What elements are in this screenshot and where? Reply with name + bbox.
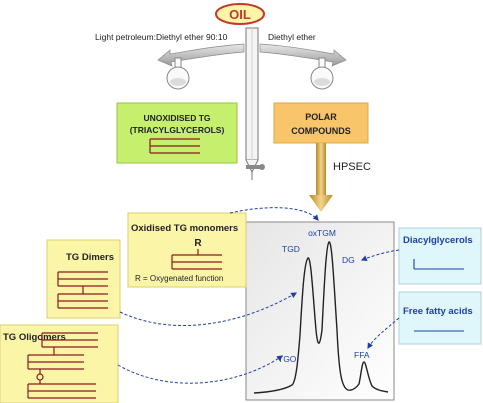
oxidised-monomers-box: Oxidised TG monomers R R = Oxygenated fu…	[127, 212, 247, 288]
hpsec-arrow	[309, 143, 333, 212]
arrow-dimers-to-tgd	[119, 292, 298, 327]
right-flask-icon	[310, 57, 334, 90]
oligomer-structure	[27, 332, 98, 399]
peak-label-tgd: TGD	[282, 244, 300, 254]
unoxidised-tg-box: UNOXIDISED TG (TRIACYLGLYCEROLS)	[116, 102, 238, 164]
solvent-right-label: Diethyl ether	[268, 32, 316, 42]
diacylglycerols-box: Diacylglycerols	[398, 227, 482, 285]
right-curved-arrow	[259, 43, 347, 67]
chromatography-column	[245, 27, 265, 180]
monomers-note: R = Oxygenated function	[135, 274, 223, 283]
arrow-ffa-box-to-peak	[367, 317, 400, 350]
triacylglycerol-structure	[149, 138, 200, 154]
polar-compounds-box: POLAR COMPOUNDS	[273, 102, 369, 144]
left-curved-arrow	[157, 43, 245, 67]
oil-node: OIL	[215, 3, 265, 25]
chromatogram-panel: oxTGM TGD DG TGO FFA	[245, 221, 395, 401]
unoxidised-tg-line1: UNOXIDISED TG	[143, 113, 210, 123]
polar-line2: COMPOUNDS	[291, 126, 351, 136]
connector-arrows	[117, 207, 400, 384]
free-fatty-acids-box: Free fatty acids	[398, 291, 482, 345]
left-flask-icon	[166, 57, 190, 90]
monomer-structure	[171, 249, 222, 270]
polar-line1: POLAR	[305, 112, 337, 122]
dimer-structure	[57, 271, 108, 309]
hpsec-label: HPSEC	[333, 161, 371, 173]
peak-label-ffa: FFA	[354, 350, 370, 360]
arrow-monomers-to-oxtgm	[229, 207, 319, 221]
unoxidised-tg-line2: (TRIACYLGLYCEROLS)	[130, 125, 225, 135]
oligomers-title: TG Oligomers	[3, 332, 66, 343]
chromatogram-trace	[253, 241, 389, 394]
diacylglycerols-title: Diacylglycerols	[403, 235, 473, 246]
monomers-r-label: R	[194, 238, 202, 249]
oil-label: OIL	[229, 7, 251, 22]
ffa-title: Free fatty acids	[403, 306, 473, 317]
monomers-title: Oxidised TG monomers	[131, 223, 238, 234]
diacylglycerol-structure	[413, 259, 464, 270]
tg-oligomers-box: TG Oligomers	[0, 324, 119, 403]
peak-label-tgo: TGO	[278, 354, 297, 364]
arrow-oligomers-to-tgo	[117, 355, 283, 384]
peak-label-oxtgm: oxTGM	[308, 228, 336, 238]
tg-dimers-box: TG Dimers	[46, 239, 121, 319]
arrow-dg-box-to-peak	[360, 249, 400, 262]
solvent-left-label: Light petroleum:Diethyl ether 90:10	[95, 32, 228, 42]
peak-label-dg: DG	[342, 255, 355, 265]
dimers-title: TG Dimers	[66, 252, 114, 263]
